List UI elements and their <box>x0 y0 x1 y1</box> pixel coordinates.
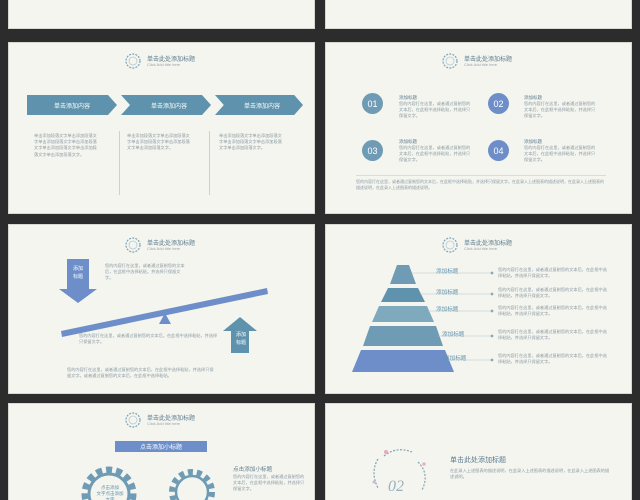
wreath-logo-icon <box>121 51 145 71</box>
level-title: 添加标题 <box>436 267 458 275</box>
arrow-label: 添加标题 <box>234 331 248 347</box>
section-text: 在此录入上述图表的描述说明，在此录入上述图表的描述说明，在此录入上述图表的描述说… <box>450 468 610 480</box>
number-circle: 04 <box>488 140 509 161</box>
item-text: 您的内容打在这里，或者通过复制您的文本后，在此框中选择粘贴，并选择只保留文字。 <box>399 145 471 164</box>
level-title: 添加标题 <box>436 305 458 313</box>
item-text: 您的内容打在这里，或者通过复制您的文本后，在此框中选择粘贴，并选择只保留文字。 <box>399 101 471 120</box>
level-text: 您的内容打在这里，或者通过复制您的文本后，在此框中选择粘贴，并选择只保留文字。 <box>498 267 610 279</box>
divider <box>119 131 120 195</box>
side-text: 您的内容打在这里，或者通过复制您的文本后，在此框中选择粘贴，并选择只保留文字。 <box>233 474 305 493</box>
level-title: 添加标题 <box>436 288 458 296</box>
divider <box>356 175 606 176</box>
slide-subtitle: Click Add title here <box>464 62 497 67</box>
number-circle: 01 <box>362 93 383 114</box>
slide-thumbnail-6[interactable]: 单击此处添加标题 Click Add title here 添加标题 您的内容打… <box>325 224 632 394</box>
footer-text: 您的内容打在这里，或者通过复制您的文本后，在此框中选择粘贴，并选择只保留文字。在… <box>356 179 606 191</box>
divider <box>209 131 210 195</box>
wreath-decoration-icon <box>326 404 632 500</box>
process-arrow: 单击添加内容 <box>27 95 117 115</box>
wreath-logo-icon <box>438 51 462 71</box>
level-title: 添加标题 <box>444 354 466 362</box>
item-text: 您的内容打在这里，或者通过复制您的文本后，在此框中选择粘贴，并选择只保留文字。 <box>524 145 596 164</box>
process-arrow: 单击添加内容 <box>215 95 303 115</box>
side-title: 点击添加小标题 <box>233 465 272 473</box>
paragraph-text: 单击添加段落文字单击添加段落文字单击添加段落文字单击添加段落文字单击添加段落文字… <box>219 133 285 152</box>
arrow-label: 添加标题 <box>71 265 85 281</box>
slide-thumbnail-5[interactable]: 单击此处添加标题 Click Add title here 添加标题 添加标题 … <box>8 224 315 394</box>
number-circle: 02 <box>488 93 509 114</box>
paragraph-text: 您的内容打在这里，或者通过复制您的文本后，在此框中选择粘贴，并选择只保留文字。 <box>105 263 187 282</box>
level-text: 您的内容打在这里，或者通过复制您的文本后，在此框中选择粘贴，并选择只保留文字。 <box>498 287 610 299</box>
process-arrow: 单击添加内容 <box>121 95 211 115</box>
gear-label: 点击添加 文字点击添加 文字 <box>93 485 127 500</box>
level-text: 您的内容打在这里，或者通过复制您的文本后，在此框中选择粘贴，并选择只保留文字。 <box>498 329 610 341</box>
slide-thumbnail-7[interactable]: 单击此处添加标题 Click Add title here 点击添加小标题 点击… <box>8 403 315 500</box>
paragraph-text: 您的内容打在这里，或者通过复制您的文本后，在此框中选择粘贴，并选择只保留文字。 <box>79 333 221 345</box>
slide-thumbnail-8[interactable]: 02 单击此处添加标题 在此录入上述图表的描述说明，在此录入上述图表的描述说明，… <box>325 403 632 500</box>
slide-thumbnail-3[interactable]: 单击此处添加标题 Click Add title here 单击添加内容 单击添… <box>8 42 315 214</box>
section-number: 02 <box>388 478 404 496</box>
item-text: 您的内容打在这里，或者通过复制您的文本后，在此框中选择粘贴，并选择只保留文字。 <box>524 101 596 120</box>
paragraph-text: 单击添加段落文字单击添加段落文字单击添加段落文字单击添加段落文字单击添加段落文字… <box>34 133 100 158</box>
level-title: 添加标题 <box>442 330 464 338</box>
slide-subtitle: Click Add title here <box>147 62 180 67</box>
level-text: 您的内容打在这里，或者通过复制您的文本后，在此框中选择粘贴，并选择只保留文字。 <box>498 305 610 317</box>
paragraph-text: 您的内容打在这里，或者通过复制您的文本后，在此框中选择粘贴，并选择只保留文字。或… <box>67 367 217 379</box>
section-title: 单击此处添加标题 <box>450 455 506 465</box>
number-circle: 03 <box>362 140 383 161</box>
slide-header: 单击此处添加标题 Click Add title here <box>326 49 631 75</box>
paragraph-text: 单击添加段落文字单击添加段落文字单击添加段落文字单击添加段落文字单击添加段落文字… <box>127 133 193 152</box>
level-text: 您的内容打在这里，或者通过复制您的文本后，在此框中选择粘贴，并选择只保留文字。 <box>498 353 610 365</box>
slide-thumbnail-4[interactable]: 单击此处添加标题 Click Add title here 01 添加标题 您的… <box>325 42 632 214</box>
slide-thumbnail-2[interactable] <box>325 0 632 29</box>
slide-thumbnail-1[interactable] <box>8 0 315 29</box>
slide-header: 单击此处添加标题 Click Add title here <box>9 49 314 75</box>
